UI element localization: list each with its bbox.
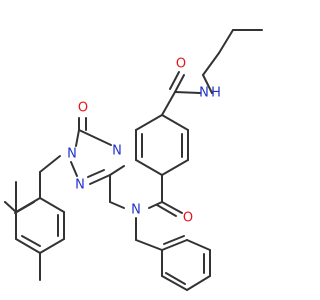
bond-lines <box>4 29 263 291</box>
bond-line <box>109 165 125 176</box>
bond-line <box>4 201 17 213</box>
bond-line <box>78 129 112 146</box>
bond-line <box>202 52 220 76</box>
bond-line <box>21 235 41 247</box>
atom-label-o-bottom: O <box>183 211 193 226</box>
bond-line <box>135 159 163 176</box>
bond-line <box>161 159 189 176</box>
bond-line <box>161 201 183 214</box>
atom-label-o-top: O <box>78 101 88 116</box>
bond-line <box>186 275 211 291</box>
bond-line <box>202 74 213 94</box>
atom-label-n-triazole-bridge: N <box>112 144 122 159</box>
structure-canvas: O N H O N N N N O <box>4 29 263 291</box>
bond-line <box>165 272 186 285</box>
bond-line <box>156 204 177 217</box>
atom-label-h-amide: H <box>211 86 221 101</box>
atom-labels: O N H O N N N N O <box>67 57 221 226</box>
atom-label-n-triazole-2: N <box>67 147 77 162</box>
bond-line <box>39 197 65 213</box>
bond-line <box>39 155 61 173</box>
bond-line <box>39 238 65 254</box>
atom-label-o-amide: O <box>176 57 186 72</box>
bond-line <box>174 91 201 94</box>
bond-line <box>161 114 189 131</box>
bond-line <box>135 239 163 251</box>
bond-line <box>218 29 234 54</box>
bond-line <box>163 235 185 245</box>
bond-line <box>15 238 41 254</box>
bond-line <box>87 169 105 178</box>
atom-label-n-benzyl: N <box>131 203 141 218</box>
bond-line <box>174 74 185 93</box>
bond-line <box>14 201 35 214</box>
molecule-structure: O N H O N N N N O <box>4 29 263 291</box>
bond-line <box>135 114 163 131</box>
bond-line <box>161 239 188 251</box>
atom-label-n-triazole-3: N <box>75 178 85 193</box>
atom-label-n-amide: N <box>199 86 209 101</box>
bond-line <box>161 275 188 291</box>
bond-line <box>186 239 211 251</box>
bond-line <box>161 91 176 116</box>
bond-line <box>169 71 180 90</box>
bond-line <box>75 129 80 147</box>
bond-line <box>89 174 111 185</box>
bond-line <box>148 201 163 209</box>
bond-line <box>70 161 78 177</box>
bond-line <box>109 201 125 209</box>
